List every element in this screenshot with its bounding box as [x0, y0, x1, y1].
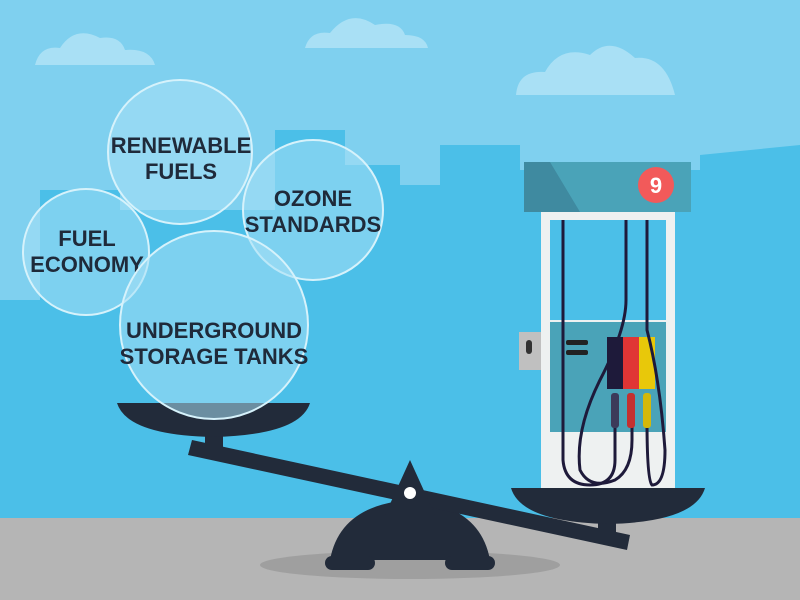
- right-pan: [511, 488, 705, 524]
- left-pan: [117, 403, 310, 437]
- bubble-underground-storage-tanks: UNDERGROUND STORAGE TANKS: [119, 230, 309, 420]
- cloud: [516, 45, 675, 95]
- clouds: [35, 18, 675, 95]
- cloud: [305, 18, 428, 48]
- foot: [445, 556, 495, 570]
- sign-shade: [524, 162, 580, 212]
- hose: [561, 220, 617, 487]
- fuel-slot-yellow: [639, 337, 655, 389]
- sign-badge: [638, 167, 674, 203]
- bubble-fuel-economy: FUEL ECONOMY: [22, 188, 150, 316]
- bubble-renewable-fuels: RENEWABLE FUELS: [107, 79, 253, 225]
- hose: [645, 220, 667, 487]
- bubble-text: OZONE: [274, 186, 352, 211]
- fuel-slot-black: [607, 337, 623, 389]
- display: [566, 340, 588, 345]
- bubbles: RENEWABLE FUELS OZONE STANDARDS FUEL ECO…: [22, 79, 384, 420]
- bubble-text: UNDERGROUND: [126, 318, 302, 343]
- hoses: [561, 220, 667, 487]
- hose: [577, 220, 634, 485]
- pivot: [404, 487, 416, 499]
- bubble-text: STORAGE TANKS: [120, 344, 309, 369]
- foot: [325, 556, 375, 570]
- bubble-text: RENEWABLE: [111, 133, 252, 158]
- scale-base: [330, 500, 490, 560]
- bubble-text: ECONOMY: [30, 252, 144, 277]
- nozzle: [627, 393, 635, 428]
- card-slot: [526, 340, 532, 354]
- bubble-text: FUEL: [58, 226, 115, 251]
- nozzle: [611, 393, 619, 428]
- gas-pump: 9: [519, 162, 691, 490]
- pump-window: [550, 220, 666, 320]
- bubble-text: STANDARDS: [245, 212, 381, 237]
- bubble-ozone-standards: OZONE STANDARDS: [242, 139, 384, 281]
- fuel-slot-red: [623, 337, 639, 389]
- display: [566, 350, 588, 355]
- cloud: [35, 33, 155, 65]
- balance-scale: [117, 403, 705, 570]
- bubble-text: FUELS: [145, 159, 217, 184]
- sign-number: 9: [650, 173, 662, 198]
- nozzle: [643, 393, 651, 428]
